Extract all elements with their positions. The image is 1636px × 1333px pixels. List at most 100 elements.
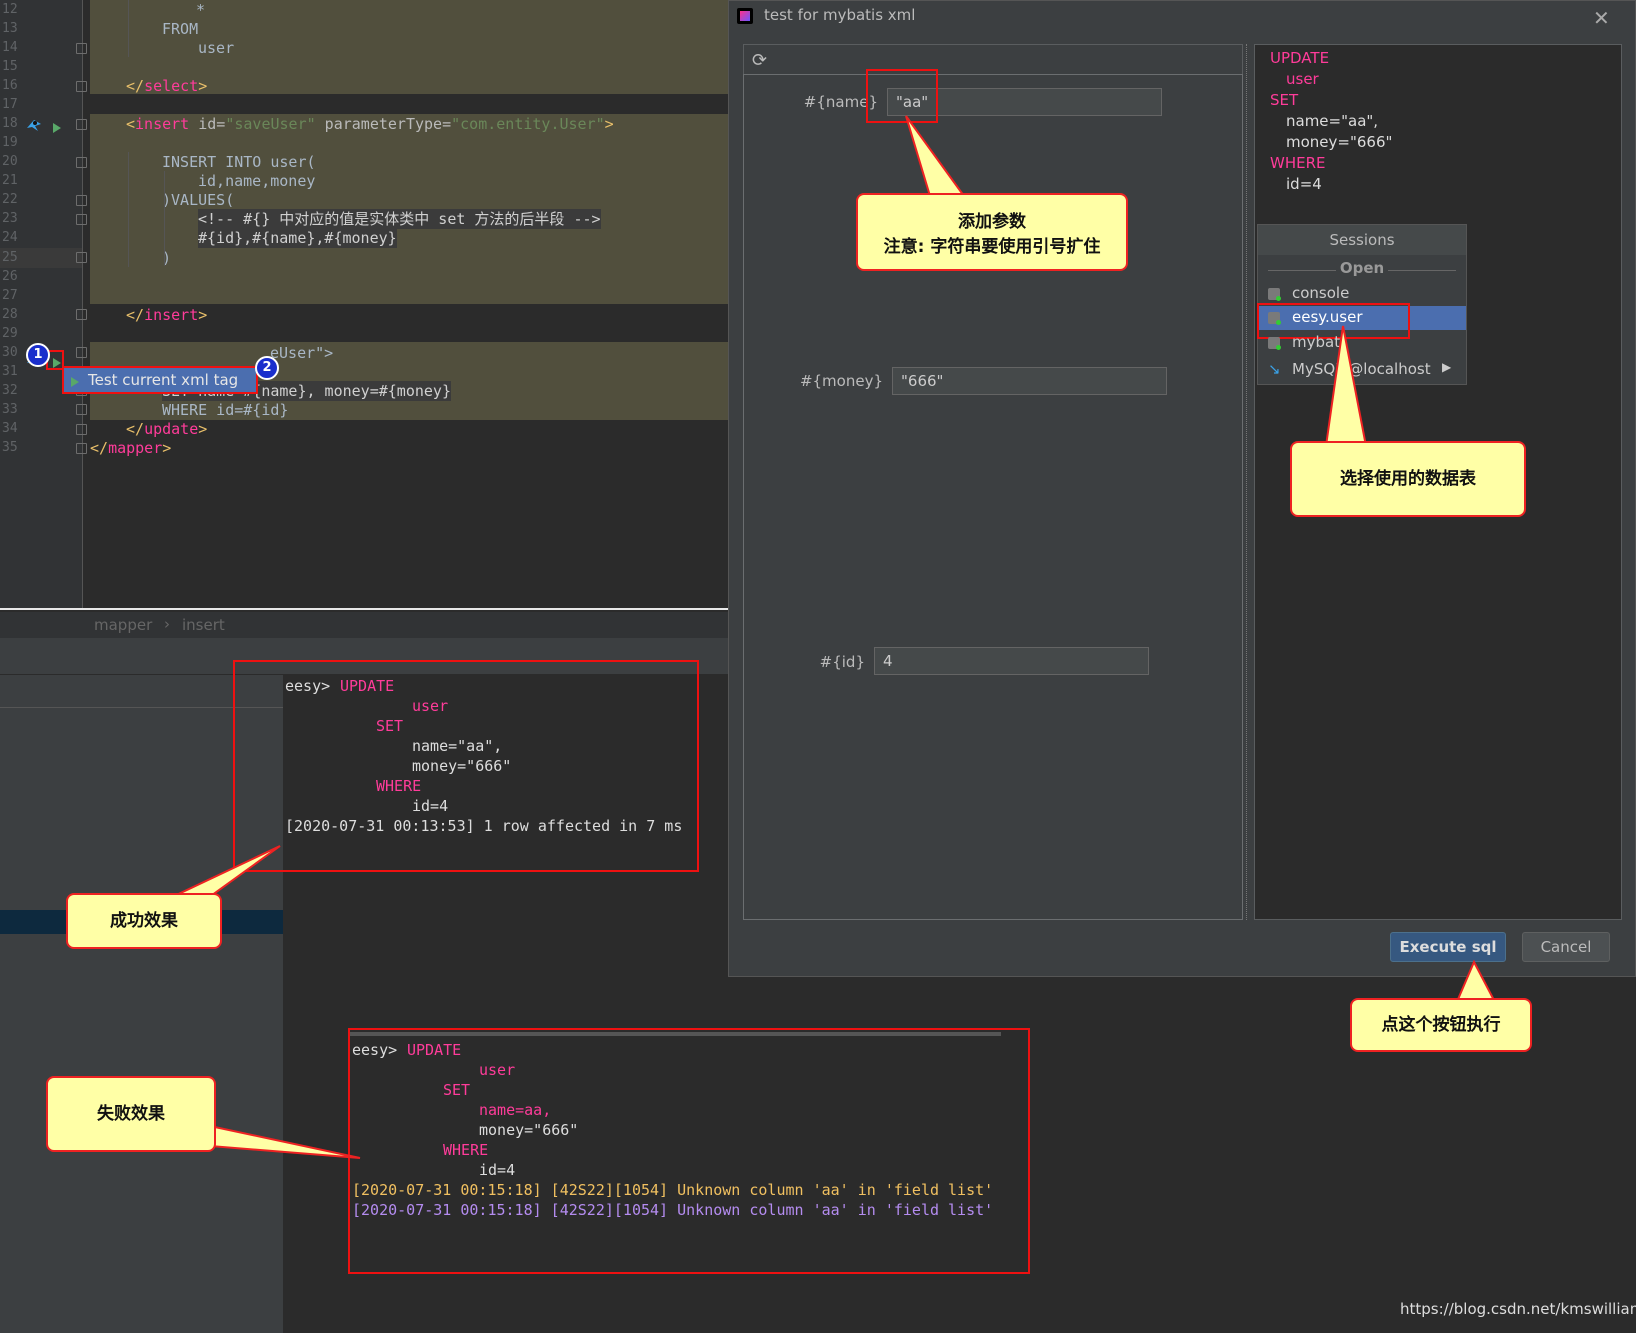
editor-gutter <box>0 0 82 610</box>
cancel-button[interactable]: Cancel <box>1522 932 1610 962</box>
code-editor[interactable] <box>0 0 728 610</box>
fold-marker[interactable] <box>76 424 87 435</box>
splitter[interactable] <box>1246 44 1251 920</box>
callout-select-table: 选择使用的数据表 <box>1290 441 1526 517</box>
param-name-input[interactable]: "aa" <box>887 88 1162 116</box>
fold-marker[interactable] <box>76 195 87 206</box>
sql-keyword: user <box>1286 70 1319 88</box>
fold-marker[interactable] <box>76 404 87 415</box>
line-number: 21 <box>2 173 18 188</box>
line-number: 19 <box>2 135 18 150</box>
run-icon[interactable] <box>52 354 62 368</box>
dialog-title: test for mybatis xml <box>764 6 916 24</box>
callout-failure: 失败效果 <box>46 1076 216 1152</box>
console-prompt: eesy> <box>352 1041 398 1059</box>
sql-line: name=aa, <box>479 1101 552 1119</box>
submenu-arrow-icon: ▶ <box>1442 360 1452 374</box>
code-line: * <box>196 1 206 19</box>
fold-marker[interactable] <box>76 43 87 54</box>
line-number: 22 <box>2 192 18 207</box>
fold-marker[interactable] <box>76 309 87 320</box>
sql-line: id=4 <box>412 797 449 815</box>
line-number: 18 <box>2 116 18 131</box>
code-line: </update> <box>126 420 208 438</box>
execute-sql-button[interactable]: Execute sql <box>1390 932 1506 962</box>
line-number: 17 <box>2 97 18 112</box>
code-line: </select> <box>126 77 208 95</box>
line-number: 26 <box>2 269 18 284</box>
session-highlight <box>1257 303 1410 339</box>
param-id-input[interactable]: 4 <box>874 647 1149 675</box>
sql-keyword: WHERE <box>443 1141 489 1159</box>
sql-line: name="aa", <box>412 737 503 755</box>
mybatis-bird-icon[interactable] <box>26 117 42 131</box>
line-number: 25 <box>2 250 18 265</box>
line-number: 32 <box>2 383 18 398</box>
test-xml-tag-popup[interactable]: Test current xml tag <box>62 366 258 394</box>
sql-keyword: user <box>479 1061 516 1079</box>
mysql-icon: ↘ <box>1268 360 1281 378</box>
line-number: 12 <box>2 2 18 17</box>
fold-marker[interactable] <box>76 119 87 130</box>
session-item-mybatis[interactable]: mybati <box>1258 331 1466 355</box>
current-line-gutter <box>0 248 82 268</box>
console-error: [2020-07-31 00:15:18] [42S22][1054] Unkn… <box>352 1181 994 1199</box>
run-icon[interactable] <box>52 119 62 133</box>
sql-line: id=4 <box>1286 175 1322 193</box>
code-line: INSERT INTO user( <box>162 153 316 171</box>
run-icon <box>70 373 80 387</box>
callout-click-execute: 点这个按钮执行 <box>1350 998 1532 1052</box>
sql-keyword: UPDATE <box>407 1041 462 1059</box>
param-label: #{money} <box>799 372 883 390</box>
close-icon[interactable]: ✕ <box>1593 6 1610 30</box>
code-line: eUser"> <box>270 344 334 362</box>
console-result: [2020-07-31 00:13:53] 1 row affected in … <box>285 817 683 835</box>
fold-marker[interactable] <box>76 214 87 225</box>
code-line: WHERE id=#{id} <box>162 401 289 419</box>
code-line: FROM <box>162 20 199 38</box>
sql-line: money="666" <box>1286 133 1393 151</box>
line-number: 35 <box>2 440 18 455</box>
line-number: 29 <box>2 326 18 341</box>
sql-keyword: UPDATE <box>1270 49 1330 67</box>
fold-marker[interactable] <box>76 157 87 168</box>
fold-marker[interactable] <box>76 443 87 454</box>
code-line: <insert id="saveUser" parameterType="com… <box>126 115 614 133</box>
refresh-icon[interactable]: ⟳ <box>752 50 768 71</box>
line-number: 28 <box>2 307 18 322</box>
line-number: 13 <box>2 21 18 36</box>
param-money-input[interactable]: "666" <box>892 367 1167 395</box>
session-item-console[interactable]: console <box>1258 282 1466 306</box>
sessions-title: Sessions <box>1329 231 1395 249</box>
code-line: #{id},#{name},#{money} <box>198 228 397 248</box>
step-badge-2: 2 <box>255 356 279 380</box>
console-error: [2020-07-31 00:15:18] [42S22][1054] Unkn… <box>352 1201 994 1219</box>
session-item-mysql-localhost[interactable]: ↘ MySQL @localhost ▶ <box>1268 360 1452 378</box>
callout-success: 成功效果 <box>66 893 222 949</box>
line-number: 15 <box>2 59 18 74</box>
session-item-eesy-user[interactable]: eesy.user <box>1258 306 1466 330</box>
database-session-icon <box>1268 312 1281 325</box>
line-number: 24 <box>2 230 18 245</box>
select-block-highlight <box>90 0 728 94</box>
step-badge-1: 1 <box>26 343 50 367</box>
line-number: 20 <box>2 154 18 169</box>
sql-keyword: SET <box>1270 91 1299 109</box>
code-line: </insert> <box>126 306 208 324</box>
sql-keyword: WHERE <box>1270 154 1326 172</box>
fold-marker[interactable] <box>76 347 87 358</box>
breadcrumb: mapper › insert <box>0 612 728 638</box>
sql-keyword: user <box>412 697 449 715</box>
code-line: id,name,money <box>198 172 316 190</box>
fold-marker[interactable] <box>76 252 87 263</box>
success-highlight-box <box>233 660 699 872</box>
fold-marker[interactable] <box>76 81 87 92</box>
intellij-icon <box>737 8 753 24</box>
console-prompt: eesy> <box>285 677 331 695</box>
breadcrumb-item[interactable]: insert <box>182 616 225 634</box>
code-line: </mapper> <box>90 439 172 457</box>
console-sidebar <box>0 638 283 1333</box>
breadcrumb-item[interactable]: mapper <box>94 616 153 634</box>
failure-highlight-box <box>348 1028 1030 1274</box>
